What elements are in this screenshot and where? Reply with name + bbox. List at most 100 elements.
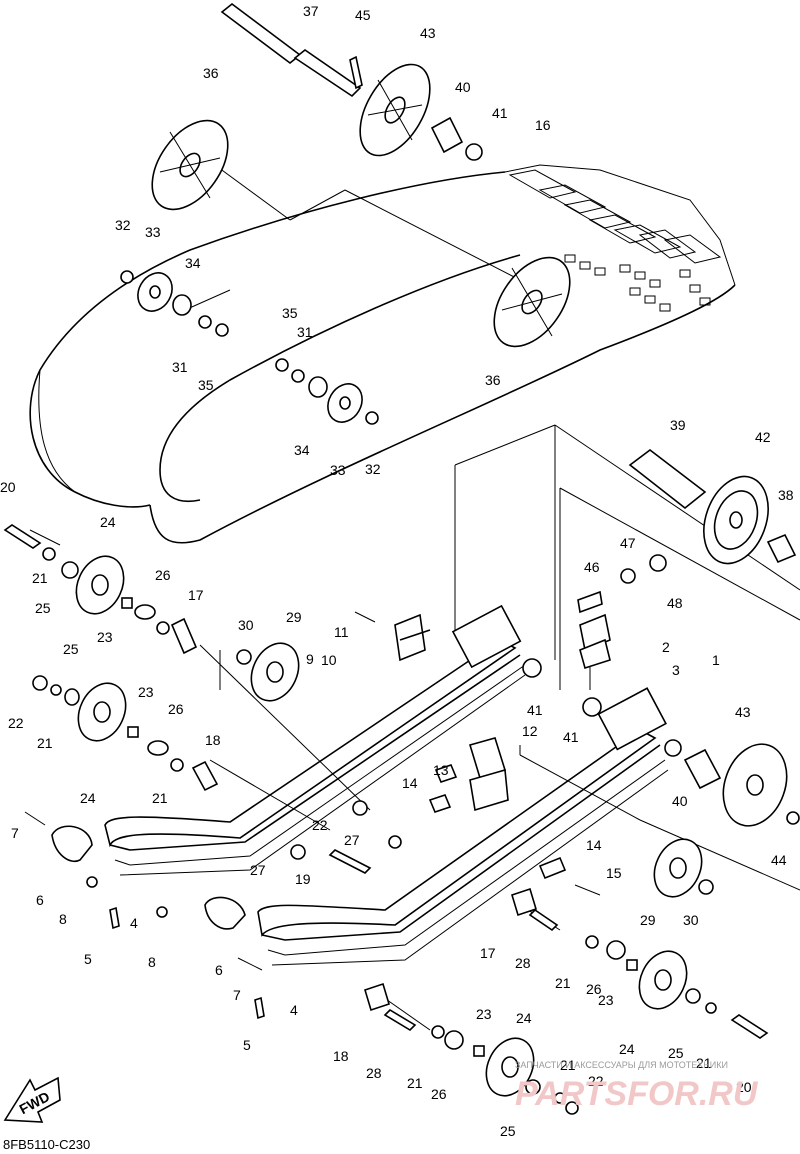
callout-label: 35 bbox=[198, 377, 214, 393]
callout-label: 18 bbox=[333, 1048, 349, 1064]
callout-label: 44 bbox=[771, 852, 787, 868]
callout-label: 38 bbox=[778, 487, 794, 503]
callout-label: 24 bbox=[619, 1041, 635, 1057]
callout-label: 41 bbox=[563, 729, 579, 745]
callout-label: 9 bbox=[306, 651, 314, 667]
callout-label: 26 bbox=[168, 701, 184, 717]
callout-label: 6 bbox=[36, 892, 44, 908]
callout-label: 31 bbox=[172, 359, 188, 375]
callout-label: 8 bbox=[59, 911, 67, 927]
callout-label: 14 bbox=[586, 837, 602, 853]
callout-label: 36 bbox=[485, 372, 501, 388]
lower-right-hardware bbox=[364, 887, 769, 1115]
callout-label: 25 bbox=[500, 1123, 516, 1139]
callout-label: 10 bbox=[321, 652, 337, 668]
callout-label: 25 bbox=[35, 600, 51, 616]
callout-label: 6 bbox=[215, 962, 223, 978]
callout-label: 20 bbox=[736, 1079, 752, 1095]
callout-label: 21 bbox=[560, 1057, 576, 1073]
callout-label: 17 bbox=[480, 945, 496, 961]
callout-label: 40 bbox=[672, 793, 688, 809]
callout-label: 41 bbox=[492, 105, 508, 121]
callout-label: 37 bbox=[303, 3, 319, 19]
callout-label: 15 bbox=[606, 865, 622, 881]
watermark-caption: ЗАПЧАСТИ И АКСЕССУАРЫ ДЛЯ МОТОТЕХНИКИ bbox=[515, 1060, 728, 1070]
callout-label: 21 bbox=[696, 1055, 712, 1071]
callout-label: 32 bbox=[365, 461, 381, 477]
callout-label: 14 bbox=[402, 775, 418, 791]
callout-label: 26 bbox=[431, 1086, 447, 1102]
callout-label: 25 bbox=[668, 1045, 684, 1061]
callout-label: 21 bbox=[152, 790, 168, 806]
callout-label: 22 bbox=[312, 817, 328, 833]
callout-label: 24 bbox=[100, 514, 116, 530]
callout-label: 45 bbox=[355, 7, 371, 23]
inside-track-parts bbox=[120, 256, 571, 425]
callout-label: 43 bbox=[420, 25, 436, 41]
callout-label: 22 bbox=[588, 1073, 604, 1089]
slide-rails bbox=[104, 604, 669, 966]
callout-label: 16 bbox=[535, 117, 551, 133]
callout-label: 21 bbox=[32, 570, 48, 586]
callout-label: 47 bbox=[620, 535, 636, 551]
callout-label: 7 bbox=[11, 825, 19, 841]
callout-label: 13 bbox=[433, 762, 449, 778]
callout-label: 32 bbox=[115, 217, 131, 233]
diagram-code: 8FB5110-C230 bbox=[3, 1137, 90, 1152]
callout-label: 43 bbox=[735, 704, 751, 720]
callout-label: 41 bbox=[527, 702, 543, 718]
callout-label: 12 bbox=[522, 723, 538, 739]
callout-label: 28 bbox=[366, 1065, 382, 1081]
callout-label: 27 bbox=[344, 832, 360, 848]
callout-label: 40 bbox=[455, 79, 471, 95]
callout-label: 2 bbox=[662, 639, 670, 655]
track-belt bbox=[29, 164, 736, 544]
callout-label: 30 bbox=[238, 617, 254, 633]
lower-left-hardware bbox=[24, 811, 265, 1020]
callout-label: 17 bbox=[188, 587, 204, 603]
callout-label: 5 bbox=[243, 1037, 251, 1053]
callout-label: 35 bbox=[282, 305, 298, 321]
left-idler-parts bbox=[3, 524, 300, 792]
callout-label: 33 bbox=[330, 462, 346, 478]
callout-label: 24 bbox=[80, 790, 96, 806]
callout-label: 39 bbox=[670, 417, 686, 433]
callout-label: 25 bbox=[63, 641, 79, 657]
fwd-arrow: FWD bbox=[3, 1076, 61, 1123]
callout-label: 21 bbox=[555, 975, 571, 991]
callout-label: 31 bbox=[297, 324, 313, 340]
callout-label: 46 bbox=[584, 559, 600, 575]
callout-label: 20 bbox=[0, 479, 16, 495]
callout-label: 24 bbox=[516, 1010, 532, 1026]
callout-label: 33 bbox=[145, 224, 161, 240]
front-axle-group bbox=[151, 2, 483, 211]
callout-label: 5 bbox=[84, 951, 92, 967]
callout-label: 18 bbox=[205, 732, 221, 748]
callout-label: 23 bbox=[476, 1006, 492, 1022]
callout-label: 27 bbox=[250, 862, 266, 878]
rear-axle-group bbox=[628, 448, 797, 565]
callout-label: 11 bbox=[334, 624, 349, 640]
callout-label: 26 bbox=[155, 567, 171, 583]
callout-label: 26 bbox=[586, 981, 602, 997]
callout-label: 7 bbox=[233, 987, 241, 1003]
callout-label: 34 bbox=[294, 442, 310, 458]
callout-label: 42 bbox=[755, 429, 771, 445]
callout-label: 21 bbox=[37, 735, 53, 751]
callout-label: 3 bbox=[672, 662, 680, 678]
callout-label: 34 bbox=[185, 255, 201, 271]
callout-label: 23 bbox=[97, 629, 113, 645]
watermark-logo: PARTSFOR.RU bbox=[515, 1075, 759, 1113]
callout-label: 19 bbox=[295, 871, 311, 887]
callout-label: 8 bbox=[148, 954, 156, 970]
callout-label: 23 bbox=[598, 992, 614, 1008]
callout-label: 48 bbox=[667, 595, 683, 611]
callout-label: 30 bbox=[683, 912, 699, 928]
callout-label: 21 bbox=[407, 1075, 423, 1091]
callout-label: 4 bbox=[290, 1002, 298, 1018]
callout-label: 1 bbox=[712, 652, 720, 668]
callout-label: 29 bbox=[640, 912, 656, 928]
watermark: ЗАПЧАСТИ И АКСЕССУАРЫ ДЛЯ МОТОТЕХНИКИ PA… bbox=[515, 1060, 759, 1113]
callout-label: 29 bbox=[286, 609, 302, 625]
